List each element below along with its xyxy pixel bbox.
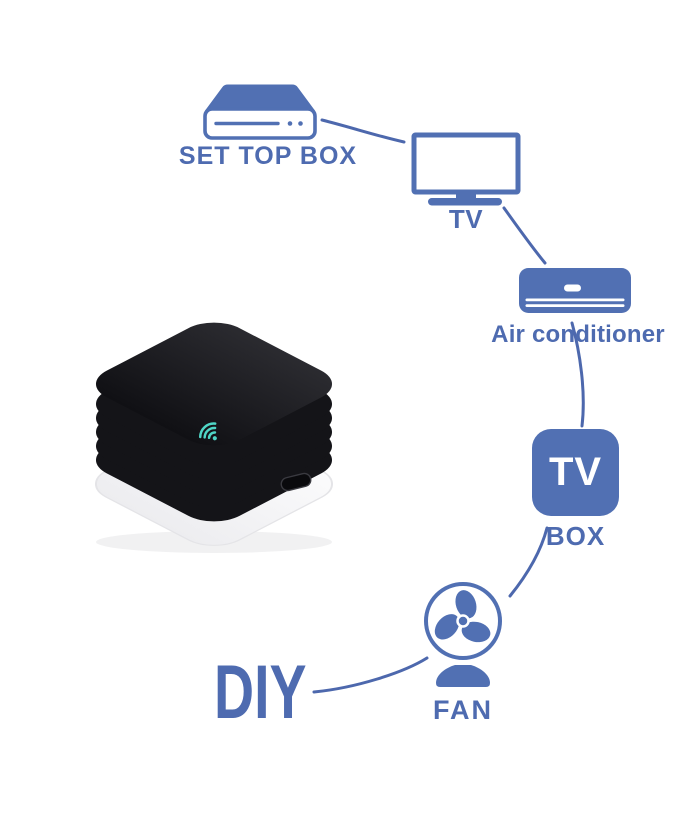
fan-icon — [424, 582, 502, 687]
diy-label: DIY — [214, 650, 307, 735]
tv-label: TV — [448, 204, 484, 234]
air-conditioner-label: Air conditioner — [491, 321, 665, 348]
connector-tv-to-ac — [502, 206, 547, 265]
tv-box-icon-text: TV — [548, 450, 603, 494]
connector-diy-to-fan — [312, 656, 429, 694]
set-top-box-icon — [203, 84, 317, 140]
micro-usb-port-icon — [280, 472, 312, 492]
tv-icon — [411, 132, 521, 206]
ir-hub-device-photo — [94, 322, 334, 553]
connector-tvbox-to-fan — [508, 526, 549, 598]
connector-ac-to-tvbox — [570, 321, 585, 428]
tv-box-label: BOX — [545, 521, 606, 551]
connector-stb-to-tv — [320, 118, 406, 144]
tv-box-icon: TV — [532, 429, 619, 516]
wifi-icon — [198, 422, 217, 441]
fan-label: FAN — [433, 695, 493, 725]
air-conditioner-icon — [519, 268, 631, 313]
set-top-box-label: SET TOP BOX — [178, 142, 358, 170]
device-top-face — [95, 322, 333, 446]
